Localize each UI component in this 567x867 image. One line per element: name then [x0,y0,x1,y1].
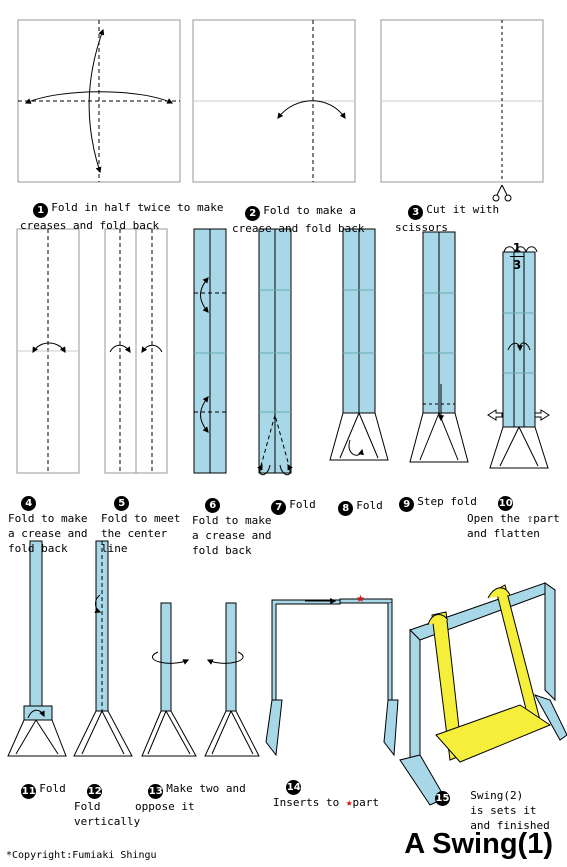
step-2-figure [192,19,356,183]
step-number: 12 [87,784,103,799]
step-9-figure [409,231,469,463]
copyright: *Copyright:Fumiaki Shingu [6,850,157,861]
step-number: 10 [498,496,514,511]
step-text: Step fold [417,495,477,508]
step-4-figure [16,228,80,474]
step-5-figure [104,228,168,474]
step-number: 1 [33,203,49,218]
step-number: 2 [245,206,261,221]
step-14-figure [265,598,399,757]
step-number: 11 [21,784,37,799]
step-text: Fold vertically [74,800,141,828]
step-text: Fold in half twice to make creases and f… [20,201,224,232]
step-11-figure [7,540,67,757]
step-15-figure [399,582,567,806]
step-number: 6 [205,498,221,513]
step-text-before: Inserts to [273,796,346,809]
step-number: 7 [271,500,287,515]
caption-step-15: 15 Swing(2) is sets it and finished [435,773,550,833]
step-text: Fold to make a crease and fold back [232,204,365,235]
diagram-title: A Swing(1) [404,828,553,860]
fraction-denominator: 3 [512,258,522,272]
star-icon: ★ [345,796,353,809]
step-number: 15 [435,791,450,806]
step-6-figure [193,228,227,474]
step-number: 3 [408,205,424,220]
step-text: Fold to meet the center line [101,512,181,555]
fraction-one-third: 1 3 [510,242,524,271]
fraction-numerator: 1 [512,241,522,255]
step-13-figure [141,602,260,757]
step-8-figure [329,228,389,461]
step-number: 5 [114,496,130,511]
step-text-after: part [352,796,379,809]
step-1-figure [17,19,181,183]
step-number: 9 [399,497,415,512]
step-number: 4 [21,496,37,511]
step-text: Open the ⇧part and flatten [467,512,560,540]
step-text: Fold [289,498,316,511]
step-12-figure [73,540,133,757]
star-mark: ★ [356,594,365,605]
step-text: Fold to make a crease and fold back [192,514,272,557]
step-text: Fold to make a crease and fold back [8,512,88,555]
step-text: Make two and oppose it [135,782,246,813]
fraction-bar [510,256,524,257]
step-number: 14 [286,780,302,795]
step-number: 13 [148,784,164,799]
step-text: Swing(2) is sets it and finished [470,789,550,832]
step-7-figure [257,228,293,476]
step-text: Cut it with scissors [395,203,500,234]
step-text: Fold [39,782,66,795]
step-text: Fold [356,499,383,512]
step-10-figure [487,246,550,469]
step-3-figure [380,19,544,202]
step-number: 8 [338,501,354,516]
